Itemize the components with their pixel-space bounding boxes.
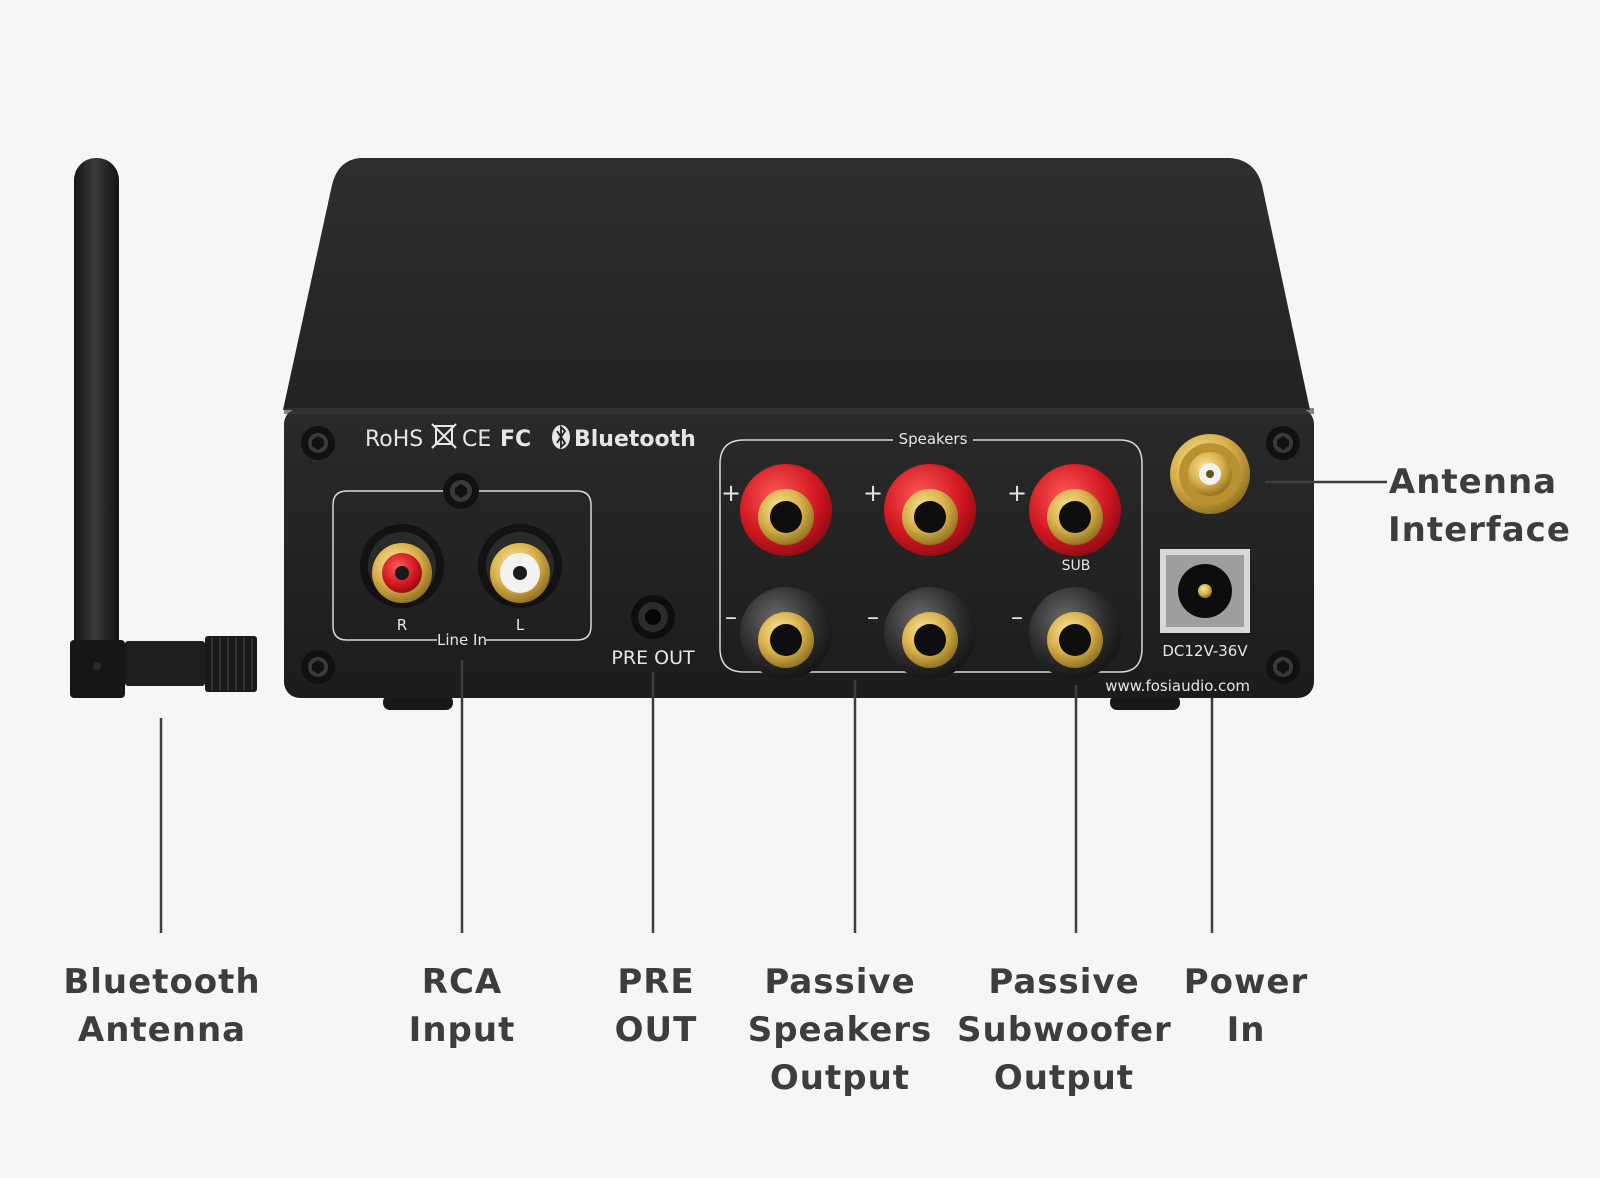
foot — [383, 695, 453, 710]
minus-sign: – — [1011, 603, 1023, 631]
foot — [1110, 695, 1180, 710]
callout-passive-subwoofer: Passive Subwoofer Output — [957, 962, 1172, 1098]
screw — [1266, 650, 1300, 684]
minus-sign: – — [725, 603, 737, 631]
rca-jack-left — [478, 524, 562, 608]
ce-mark: CE — [462, 427, 491, 452]
binding-post-positive — [740, 464, 832, 556]
binding-post-sub-negative — [1029, 587, 1121, 679]
bluetooth-icon — [552, 424, 570, 450]
fcc-mark: FC — [500, 427, 531, 452]
minus-sign: – — [867, 603, 879, 631]
pre-out-panel-label: PRE OUT — [611, 647, 695, 669]
plus-sign: + — [863, 479, 883, 507]
screw — [1266, 426, 1300, 460]
binding-post-negative — [740, 587, 832, 679]
line-in-label: Line In — [437, 631, 487, 649]
binding-post-negative — [884, 587, 976, 679]
speakers-label: Speakers — [899, 430, 968, 448]
plus-sign: + — [721, 479, 741, 507]
callout-passive-speakers: Passive Speakers Output — [747, 962, 933, 1098]
leader-lines — [159, 480, 1387, 933]
screw — [301, 650, 335, 684]
pre-out-jack — [631, 595, 675, 639]
callout-power-in: Power In — [1183, 962, 1309, 1050]
screw — [443, 473, 479, 509]
sma-antenna-connector — [1170, 434, 1250, 514]
rohs-mark: RoHS — [365, 427, 423, 452]
sub-label: SUB — [1062, 558, 1091, 574]
bluetooth-antenna — [70, 158, 257, 698]
rca-r-label: R — [397, 616, 407, 634]
callout-rca-input: RCA Input — [408, 962, 516, 1050]
chassis-top — [283, 158, 1310, 410]
binding-post-positive — [884, 464, 976, 556]
binding-post-sub-positive — [1029, 464, 1121, 556]
rca-l-label: L — [516, 616, 525, 634]
bluetooth-label: Bluetooth — [574, 427, 696, 452]
website-label: www.fosiaudio.com — [1105, 677, 1250, 695]
callout-pre-out: PRE OUT — [614, 962, 698, 1050]
callout-antenna-interface: Antenna Interface — [1388, 462, 1571, 550]
weee-bin-icon — [431, 423, 457, 449]
callout-bluetooth-antenna: Bluetooth Antenna — [63, 962, 261, 1050]
dc-power-jack — [1160, 549, 1250, 633]
screw — [301, 426, 335, 460]
plus-sign: + — [1007, 479, 1027, 507]
rca-jack-right — [360, 524, 444, 608]
dc-voltage-label: DC12V-36V — [1162, 642, 1248, 660]
line-in-frame — [332, 490, 592, 641]
